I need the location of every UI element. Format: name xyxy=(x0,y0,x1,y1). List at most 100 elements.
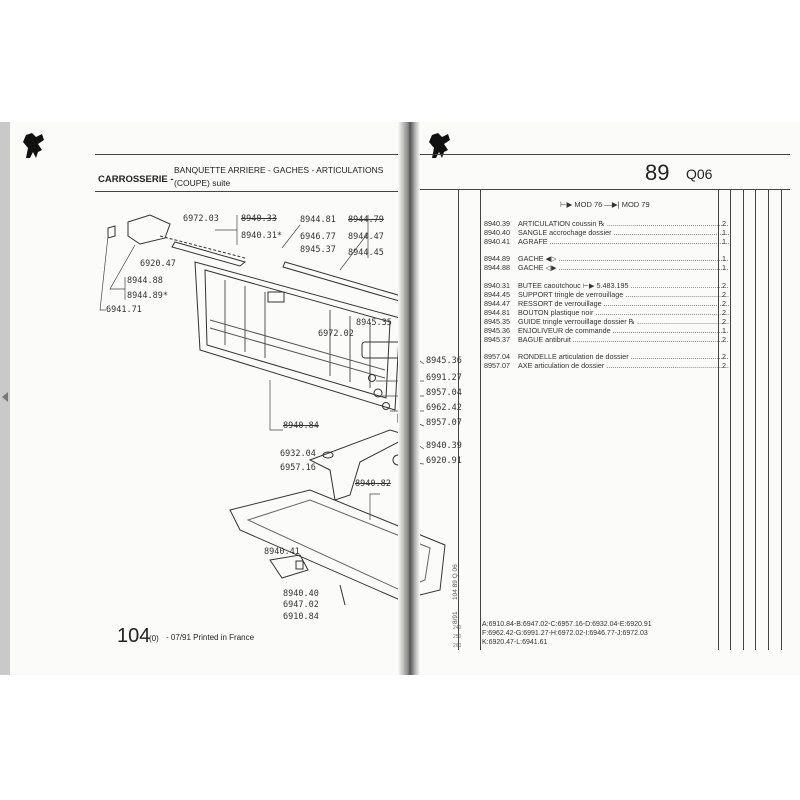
part-desc: BAGUE antibruit xyxy=(518,335,729,344)
group-code: Q06 xyxy=(686,166,713,182)
peugeot-lion-logo-icon xyxy=(23,133,44,158)
column-line xyxy=(480,190,481,650)
callout-label: 8940.33 xyxy=(241,214,277,224)
part-row: 8940.41 AGRAFE1 xyxy=(484,237,729,246)
column-line xyxy=(781,190,782,650)
part-qty: 1 xyxy=(722,237,726,246)
part-ref: 8957.07 xyxy=(484,361,510,370)
divider xyxy=(420,189,790,190)
part-row: 8957.04 RONDELLE articulation de dossier2 xyxy=(484,352,729,361)
book-spine xyxy=(398,122,420,675)
part-ref: 8940.41 xyxy=(484,237,510,246)
side-num: 250 xyxy=(453,634,461,640)
part-desc: AGRAFE xyxy=(518,237,729,246)
callout-label: 8945.36 xyxy=(426,356,462,366)
legend-line: A:6910.84-B:6947.02-C:6957.16-D:6932.04-… xyxy=(482,621,652,628)
seat-hinge-part xyxy=(308,429,412,501)
callout-label: 8940.39 xyxy=(426,441,462,451)
clip-part xyxy=(107,225,116,239)
divider xyxy=(95,154,405,155)
callout-label: 8940.41 xyxy=(264,547,300,557)
callout-label: 6957.16 xyxy=(280,463,316,473)
column-line xyxy=(730,190,731,650)
callout-label: 6991.27 xyxy=(426,373,462,383)
seat-cushion-frame-part xyxy=(229,489,446,601)
part-row: 8944.47 RESSORT de verrouillage2 xyxy=(484,299,729,308)
part-qty: 2 xyxy=(722,352,726,361)
part-row: 8944.45 SUPPORT tringle de verrouillage2 xyxy=(484,290,729,299)
part-ref: 8944.45 xyxy=(484,290,510,299)
part-qty: 2 xyxy=(722,308,726,317)
callout-label: 8944.79 xyxy=(348,215,384,225)
part-ref: 8940.39 xyxy=(484,219,510,228)
part-desc: SANGLE accrochage dossier xyxy=(518,228,729,237)
part-desc: SUPPORT tringle de verrouillage xyxy=(518,290,729,299)
part-qty: 1 xyxy=(722,326,726,335)
callout-label: 8944.47 xyxy=(348,232,384,242)
callout-label: 8940.84 xyxy=(283,421,319,431)
callout-label: 8957.07 xyxy=(426,418,462,428)
part-desc: RONDELLE articulation de dossier xyxy=(518,352,729,361)
divider xyxy=(420,154,790,155)
hinge-bracket-part xyxy=(127,214,171,245)
side-num: 240 xyxy=(453,625,461,631)
callout-label: 6972.03 xyxy=(183,214,219,224)
footer-sub: (0) xyxy=(149,634,159,643)
part-desc: RESSORT de verrouillage xyxy=(518,299,729,308)
part-ref: 8940.40 xyxy=(484,228,510,237)
column-line xyxy=(743,190,744,650)
part-qty: 1 xyxy=(722,254,726,263)
column-line xyxy=(718,190,719,650)
part-ref: 8945.37 xyxy=(484,335,510,344)
callout-label: 6972.02 xyxy=(318,329,354,339)
previous-page-arrow-icon[interactable] xyxy=(2,392,8,402)
page-subtitle: (COUPE) suite xyxy=(174,178,231,188)
part-desc: BUTEE caoutchouc ⊢▶ 5.483.195 xyxy=(518,281,729,290)
callout-label: 8940.40 xyxy=(283,589,319,599)
part-ref: 8944.88 xyxy=(484,263,510,272)
part-qty: 2 xyxy=(722,335,726,344)
callout-label: 8940.82 xyxy=(355,479,391,489)
part-qty: 2 xyxy=(722,281,726,290)
part-ref: 8944.47 xyxy=(484,299,510,308)
part-ref: 8957.04 xyxy=(484,352,510,361)
callout-label: 6946.77 xyxy=(300,232,336,242)
part-desc: GACHE ◁▶ xyxy=(518,263,729,272)
callout-label: 6920.47 xyxy=(140,259,176,269)
part-qty: 1 xyxy=(722,228,726,237)
legend-line: K:6920.47-L:6941.61 xyxy=(482,639,548,646)
part-ref: 8944.81 xyxy=(484,308,510,317)
part-desc: BOUTON plastique noir xyxy=(518,308,729,317)
part-qty: 2 xyxy=(722,299,726,308)
footer-model: 104 xyxy=(117,625,151,647)
legend-line: F:6962.42-G:6991.27-H:6972.02-I:6946.77-… xyxy=(482,630,648,637)
callout-label: 8944.45 xyxy=(348,248,384,258)
part-row: 8945.37 BAGUE antibruit2 xyxy=(484,335,729,344)
pin-part xyxy=(171,241,247,267)
part-desc: ARTICULATION coussin ℞ xyxy=(518,219,729,228)
page-number: 89 xyxy=(645,160,670,185)
part-ref: 8945.36 xyxy=(484,326,510,335)
peugeot-lion-logo-icon xyxy=(429,133,450,158)
callout-label: 6910.84 xyxy=(283,612,319,622)
part-qty: 2 xyxy=(722,317,726,326)
section-title: CARROSSERIE - xyxy=(98,174,174,185)
callout-label: 6932.04 xyxy=(280,449,316,459)
part-ref: 8944.89 xyxy=(484,254,510,263)
callout-label: 8944.81 xyxy=(300,215,336,225)
part-desc: ENJOLIVEUR de commande xyxy=(518,326,729,335)
part-qty: 1 xyxy=(722,263,726,272)
part-desc: GUIDE tringle verrouillage dossier ℞ xyxy=(518,317,729,326)
footer-text: - 07/91 Printed in France xyxy=(166,633,255,642)
divider xyxy=(95,191,405,192)
strap-part xyxy=(269,554,309,579)
callout-label: 6920.91 xyxy=(426,456,462,466)
part-row: 8940.40 SANGLE accrochage dossier1 xyxy=(484,228,729,237)
part-qty: 2 xyxy=(722,290,726,299)
callout-label: 8957.04 xyxy=(426,388,462,398)
